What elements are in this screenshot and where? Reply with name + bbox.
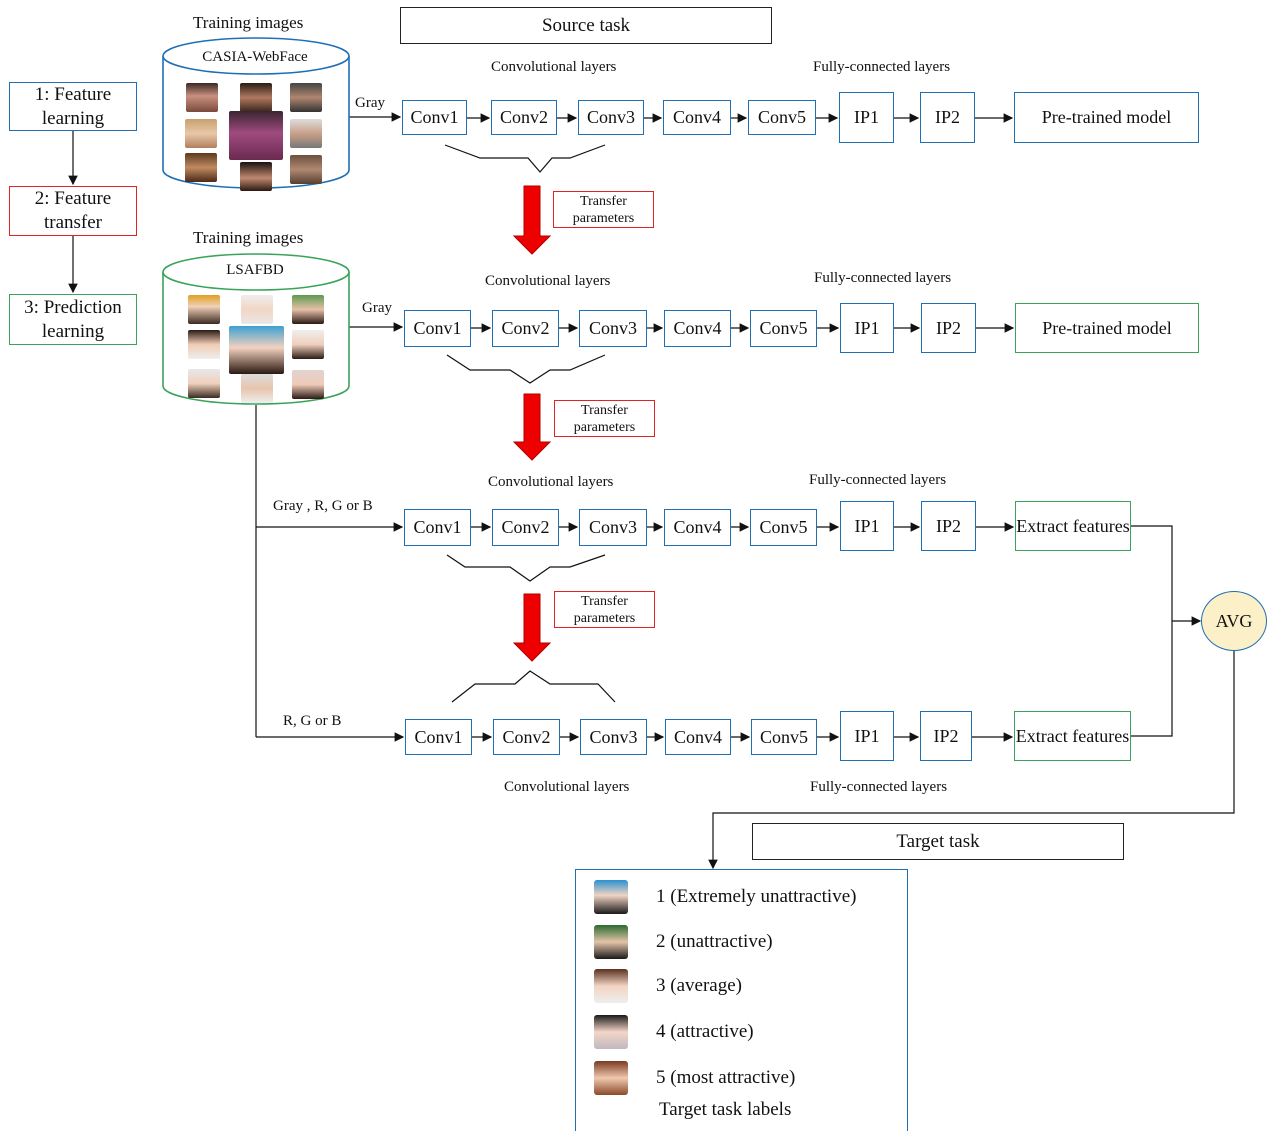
face-image — [290, 83, 322, 112]
face-image — [186, 83, 218, 112]
face-image — [594, 1015, 628, 1049]
face-image — [188, 330, 220, 359]
row2-conv3: Conv3 — [579, 310, 647, 347]
avg-node: AVG — [1201, 591, 1267, 651]
transfer-parameters-box-2: Transfer parameters — [554, 400, 655, 437]
target-labels-caption: Target task labels — [659, 1099, 792, 1120]
face-image — [185, 153, 217, 182]
label-row-1: 1 (Extremely unattractive) — [594, 880, 856, 914]
conv-layers-label-3: Convolutional layers — [488, 474, 614, 490]
target-task-title: Target task — [752, 823, 1124, 860]
row4-ip1: IP1 — [840, 711, 894, 761]
conv-layers-label-1: Convolutional layers — [491, 59, 617, 75]
row3-input-label: Gray , R, G or B — [273, 498, 373, 514]
face-image — [594, 969, 628, 1003]
face-image — [188, 295, 220, 324]
face-image — [240, 162, 272, 191]
face-image — [594, 880, 628, 914]
label-row-3: 3 (average) — [594, 969, 742, 1003]
label-text-4: 4 (attractive) — [656, 1021, 754, 1042]
row1-conv1: Conv1 — [402, 100, 467, 135]
row3-conv1: Conv1 — [404, 509, 471, 546]
face-image — [185, 119, 217, 148]
training-images-label-2: Training images — [193, 228, 304, 247]
face-image — [292, 295, 324, 324]
face-image — [229, 111, 283, 160]
label-row-5: 5 (most attractive) — [594, 1061, 795, 1095]
row1-ip2: IP2 — [920, 92, 975, 143]
label-text-2: 2 (unattractive) — [656, 931, 773, 952]
conv-layers-label-4: Convolutional layers — [504, 779, 630, 795]
row3-conv4: Conv4 — [664, 509, 731, 546]
fc-layers-label-2: Fully-connected layers — [814, 270, 952, 286]
face-image — [229, 326, 284, 374]
step-feature-learning: 1: Feature learning — [9, 82, 137, 131]
row2-conv4: Conv4 — [664, 310, 731, 347]
step-prediction-learning: 3: Prediction learning — [9, 294, 137, 345]
face-image — [188, 369, 220, 398]
row3-ip2: IP2 — [921, 501, 976, 551]
face-image — [292, 370, 324, 399]
row4-input-label: R, G or B — [283, 713, 342, 729]
face-image — [292, 330, 324, 359]
row1-conv4: Conv4 — [663, 100, 731, 135]
row2-ip2: IP2 — [921, 303, 976, 353]
row4-conv3: Conv3 — [580, 719, 647, 755]
row2-ip1: IP1 — [840, 303, 894, 353]
row3-conv2: Conv2 — [492, 509, 559, 546]
row2-pretrained-model: Pre-trained model — [1015, 303, 1199, 353]
fc-layers-label-3: Fully-connected layers — [809, 472, 947, 488]
label-row-2: 2 (unattractive) — [594, 925, 773, 959]
row2-conv1: Conv1 — [404, 310, 471, 347]
row3-extract-features: Extract features — [1015, 501, 1131, 551]
row4-conv1: Conv1 — [405, 719, 472, 755]
row4-extract-features: Extract features — [1014, 711, 1131, 761]
row2-input-label: Gray — [362, 300, 392, 316]
row1-conv2: Conv2 — [491, 100, 557, 135]
row1-ip1: IP1 — [839, 92, 894, 143]
face-image — [290, 119, 322, 148]
label-text-5: 5 (most attractive) — [656, 1067, 796, 1088]
label-row-4: 4 (attractive) — [594, 1015, 754, 1049]
face-image — [290, 155, 322, 184]
training-images-label-1: Training images — [193, 13, 304, 32]
row4-conv4: Conv4 — [665, 719, 731, 755]
face-image — [594, 1061, 628, 1095]
fc-layers-label-1: Fully-connected layers — [813, 59, 951, 75]
fc-layers-label-4: Fully-connected layers — [810, 779, 948, 795]
target-labels-panel: 1 (Extremely unattractive) 2 (unattracti… — [575, 869, 908, 1131]
face-image — [241, 374, 273, 403]
lsafbd-database-name: LSAFBD — [226, 262, 284, 278]
label-text-3: 3 (average) — [656, 975, 742, 996]
row3-ip1: IP1 — [840, 501, 894, 551]
row3-conv3: Conv3 — [579, 509, 647, 546]
row2-conv5: Conv5 — [750, 310, 817, 347]
face-image — [594, 925, 628, 959]
row2-conv2: Conv2 — [492, 310, 559, 347]
row1-conv3: Conv3 — [578, 100, 644, 135]
row4-ip2: IP2 — [920, 711, 972, 761]
row4-conv2: Conv2 — [493, 719, 560, 755]
row1-input-label: Gray — [355, 95, 385, 111]
row1-conv5: Conv5 — [748, 100, 816, 135]
conv-layers-label-2: Convolutional layers — [485, 273, 611, 289]
row4-conv5: Conv5 — [751, 719, 817, 755]
row1-pretrained-model: Pre-trained model — [1014, 92, 1199, 143]
face-image — [240, 83, 272, 112]
casia-database-name: CASIA-WebFace — [202, 49, 308, 65]
transfer-parameters-box-3: Transfer parameters — [554, 591, 655, 628]
row3-conv5: Conv5 — [750, 509, 817, 546]
source-task-title: Source task — [400, 7, 772, 44]
label-text-1: 1 (Extremely unattractive) — [656, 886, 857, 907]
transfer-parameters-box-1: Transfer parameters — [553, 191, 654, 228]
face-image — [241, 295, 273, 324]
step-feature-transfer: 2: Feature transfer — [9, 186, 137, 236]
